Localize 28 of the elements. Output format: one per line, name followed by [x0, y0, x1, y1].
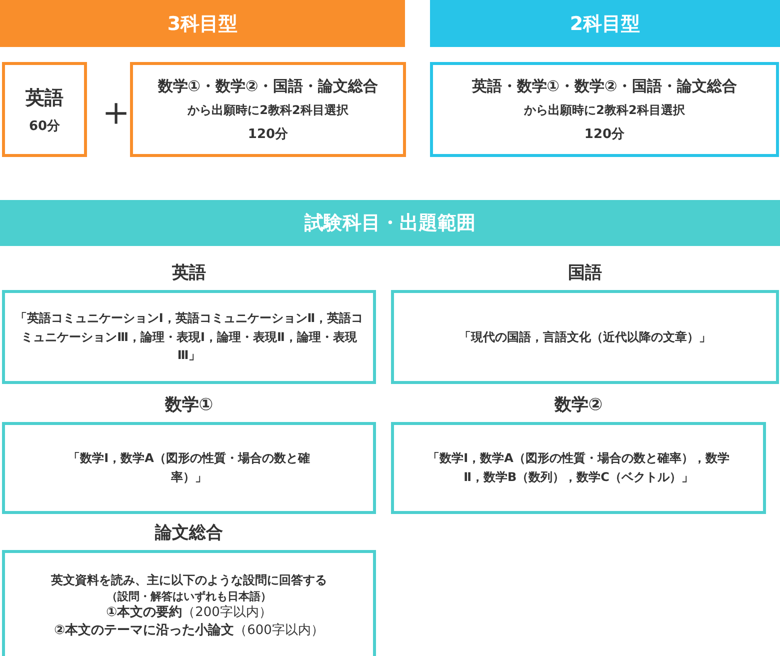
subject-heading: 国語 [567, 262, 603, 285]
exam-type-card [430, 62, 779, 157]
note-text: から出願時に2教科2科目選択 [524, 102, 685, 118]
exam-type-card [2, 62, 87, 157]
duration-text: 60分 [28, 118, 60, 134]
plus-sign: ＋ [96, 88, 136, 137]
header-band: 2科目型 [430, 0, 780, 47]
subject-text: 英語・数学①・数学②・国語・論文総合 [472, 76, 738, 96]
duration-text: 120分 [584, 126, 625, 142]
scope-text: 「数学Ⅰ，数学A（図形の性質・場合の数と確率）」 [67, 450, 311, 486]
scope-text: 英文資料を読み、主に以下のような設問に回答する [51, 572, 327, 589]
header-band: 試験科目・出題範囲 [0, 200, 780, 246]
subject-text: 英語 [26, 86, 64, 110]
subject-heading: 論文総合 [154, 522, 224, 545]
note-text: から出願時に2教科2科目選択 [188, 102, 348, 118]
subject-text: 数学①・数学②・国語・論文総合 [158, 76, 378, 96]
header-band: 3科目型 [0, 0, 405, 47]
scope-text: ②本文のテーマに沿った小論文（600字以内） [54, 622, 324, 640]
scope-text: ①本文の要約（200字以内） [106, 604, 272, 622]
subject-heading: 数学① [164, 394, 214, 417]
scope-text: 「現代の国語，言語文化（近代以降の文章）」 [459, 328, 711, 346]
scope-text: 「数学Ⅰ，数学A（図形の性質・場合の数と確率），数学Ⅱ，数学B（数列），数学C（ベクトル）」 [426, 450, 730, 486]
scope-text: 「英語コミュニケーションⅠ，英語コミュニケーションⅡ，英語コミュニケーションⅢ，論理・表現Ⅰ，論理・表現Ⅱ，論理・表現Ⅲ」 [14, 310, 364, 364]
scope-text: （設問・解答はいずれも日本語） [106, 588, 272, 604]
subject-heading: 英語 [171, 262, 207, 285]
duration-text: 120分 [248, 126, 288, 142]
exam-type-card [130, 62, 406, 157]
subject-heading: 数学② [553, 394, 604, 417]
